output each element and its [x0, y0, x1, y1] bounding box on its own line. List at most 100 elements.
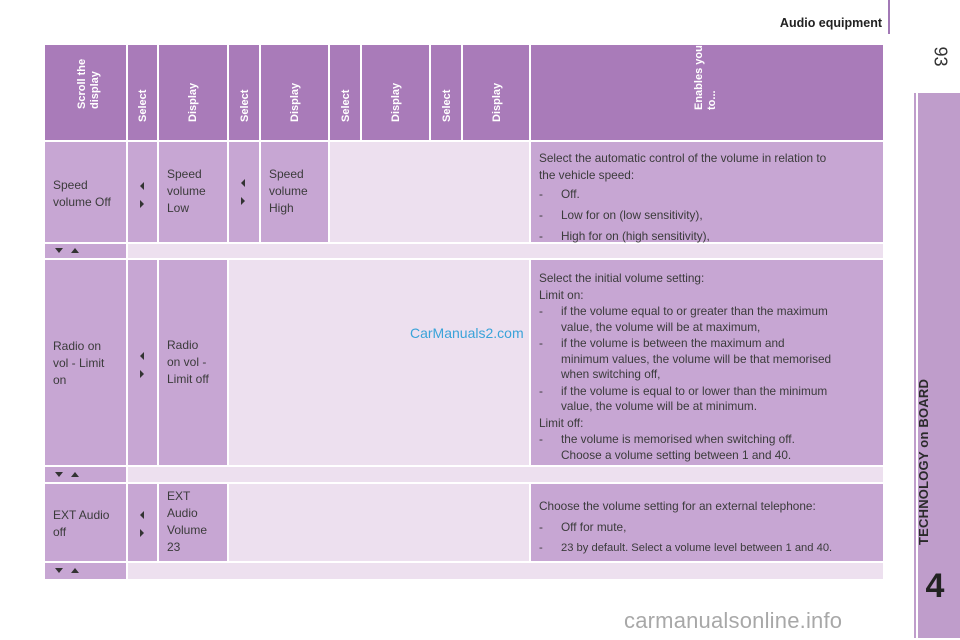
cell-text: Volume	[167, 523, 208, 537]
header-text: Select	[340, 89, 352, 122]
list-item: - if the volume is between the maximum an…	[539, 336, 877, 383]
row-separator	[128, 244, 883, 258]
row-ext-scroll-cell: EXT Audio off	[45, 484, 126, 561]
desc-text: Low for on (low sensitivity),	[561, 208, 703, 222]
list-item: - if the volume equal to or greater than …	[539, 304, 877, 335]
list-item: -Off for mute,	[539, 519, 877, 536]
chapter-number: 4	[925, 567, 945, 605]
select-arrows-cell[interactable]	[128, 260, 157, 465]
cell-text: Audio	[167, 506, 198, 520]
header-text: Display	[289, 82, 301, 122]
desc-text: when switching off,	[561, 367, 661, 381]
row-separator	[128, 563, 883, 579]
cell-text: off	[53, 525, 67, 539]
row-radio-scroll-cell: Radio on vol - Limit on	[45, 260, 126, 465]
bullet-dash: -	[539, 336, 543, 350]
column-header-display: Display	[463, 45, 529, 140]
left-right-arrows-icon	[140, 182, 150, 208]
header-text: Select	[137, 89, 149, 122]
header-rule	[888, 0, 890, 34]
column-header-select: Select	[229, 45, 259, 140]
row-ext-description: Choose the volume setting for an externa…	[531, 484, 883, 561]
bullet-dash: -	[539, 520, 543, 534]
desc-text: Choose the volume setting for an externa…	[539, 499, 816, 513]
up-down-arrows-icon	[55, 248, 79, 253]
scroll-arrows-cell[interactable]	[45, 244, 126, 258]
left-right-arrows-icon	[241, 179, 251, 205]
header-text: Enables you	[693, 45, 705, 110]
cell-text: on vol -	[167, 355, 207, 369]
column-header-select: Select	[330, 45, 360, 140]
column-header-display: Display	[159, 45, 227, 140]
select-arrows-cell[interactable]	[229, 142, 259, 242]
list-item: -Off.	[539, 186, 877, 203]
column-header-select: Select	[431, 45, 461, 140]
header-text: Display	[187, 82, 199, 122]
bullet-dash: -	[539, 208, 543, 222]
list-item: - Low for on (low sensitivity),	[539, 207, 877, 224]
desc-text: the vehicle speed:	[539, 168, 635, 182]
column-header-display: Display	[362, 45, 429, 140]
cell-text: Low	[167, 201, 190, 215]
row-speed-scroll-cell: Speed volume Off	[45, 142, 126, 242]
bullet-dash: -	[539, 304, 543, 318]
select-arrows-cell[interactable]	[128, 142, 157, 242]
desc-text: minimum values, the volume will be that …	[561, 351, 832, 366]
header-text: display	[89, 71, 101, 109]
desc-text: Limit on:	[539, 287, 584, 302]
header-text: to...	[706, 90, 718, 110]
desc-text: High for on (high sensitivity),	[561, 229, 710, 243]
cell-text: volume	[269, 184, 308, 198]
empty-cell	[330, 142, 529, 242]
watermark-text: carmanualsonline.info	[624, 608, 843, 633]
cell-text: volume	[167, 184, 206, 198]
cell-text: EXT	[167, 489, 191, 503]
cell-text: on	[53, 373, 67, 387]
select-arrows-cell[interactable]	[128, 484, 157, 561]
list-item: -23 by default. Select a volume level be…	[539, 540, 877, 557]
desc-text: value, the volume will be at minimum.	[561, 399, 758, 413]
row-speed-display-cell: Speed volume High	[261, 142, 328, 242]
desc-text: the volume is memorised when switching o…	[561, 432, 795, 446]
side-tab-rule	[916, 93, 918, 638]
cell-text: 23	[167, 540, 181, 554]
row-speed-description: Select the automatic control of the volu…	[531, 142, 883, 243]
empty-cell	[229, 260, 529, 465]
bullet-dash: -	[539, 383, 543, 398]
left-right-arrows-icon	[140, 511, 150, 537]
watermark-text: CarManuals2.com	[410, 325, 524, 341]
up-down-arrows-icon	[55, 472, 79, 477]
header-text: Display	[390, 82, 402, 122]
list-item: -if the volume is equal to or lower than…	[539, 384, 877, 415]
row-radio-display-cell: Radio on vol - Limit off	[159, 260, 227, 465]
desc-text: Off.	[561, 187, 580, 201]
desc-text: Select the automatic control of the volu…	[539, 151, 827, 165]
row-separator	[128, 467, 883, 482]
cell-text: EXT Audio	[53, 508, 110, 522]
cell-text: Speed	[167, 167, 202, 181]
scroll-arrows-cell[interactable]	[45, 563, 126, 579]
page-number: 93	[930, 46, 951, 67]
cell-text: Speed	[269, 167, 304, 181]
chapter-label: TECHNOLOGY on BOARD	[916, 378, 931, 545]
desc-text: if the volume is between the maximum and	[561, 336, 785, 350]
scroll-arrows-cell[interactable]	[45, 467, 126, 482]
desc-text: Select the initial volume setting:	[539, 271, 705, 285]
bullet-dash: -	[539, 229, 543, 243]
cell-text: Speed	[53, 178, 88, 192]
cell-text: Limit off	[167, 372, 209, 386]
list-item: -the volume is memorised when switching …	[539, 432, 877, 463]
desc-text: if the volume equal to or greater than t…	[561, 304, 828, 318]
left-right-arrows-icon	[140, 352, 150, 378]
header-text: Select	[239, 89, 251, 122]
row-speed-display-cell: Speed volume Low	[159, 142, 227, 242]
column-header-select: Select	[128, 45, 157, 140]
column-header-display: Display	[261, 45, 328, 140]
page-header-title: Audio equipment	[779, 16, 882, 30]
cell-text: Radio	[167, 338, 199, 352]
cell-text: Radio on	[53, 339, 102, 353]
row-radio-description: Select the initial volume setting: Limit…	[531, 260, 883, 465]
up-down-arrows-icon	[55, 568, 79, 573]
